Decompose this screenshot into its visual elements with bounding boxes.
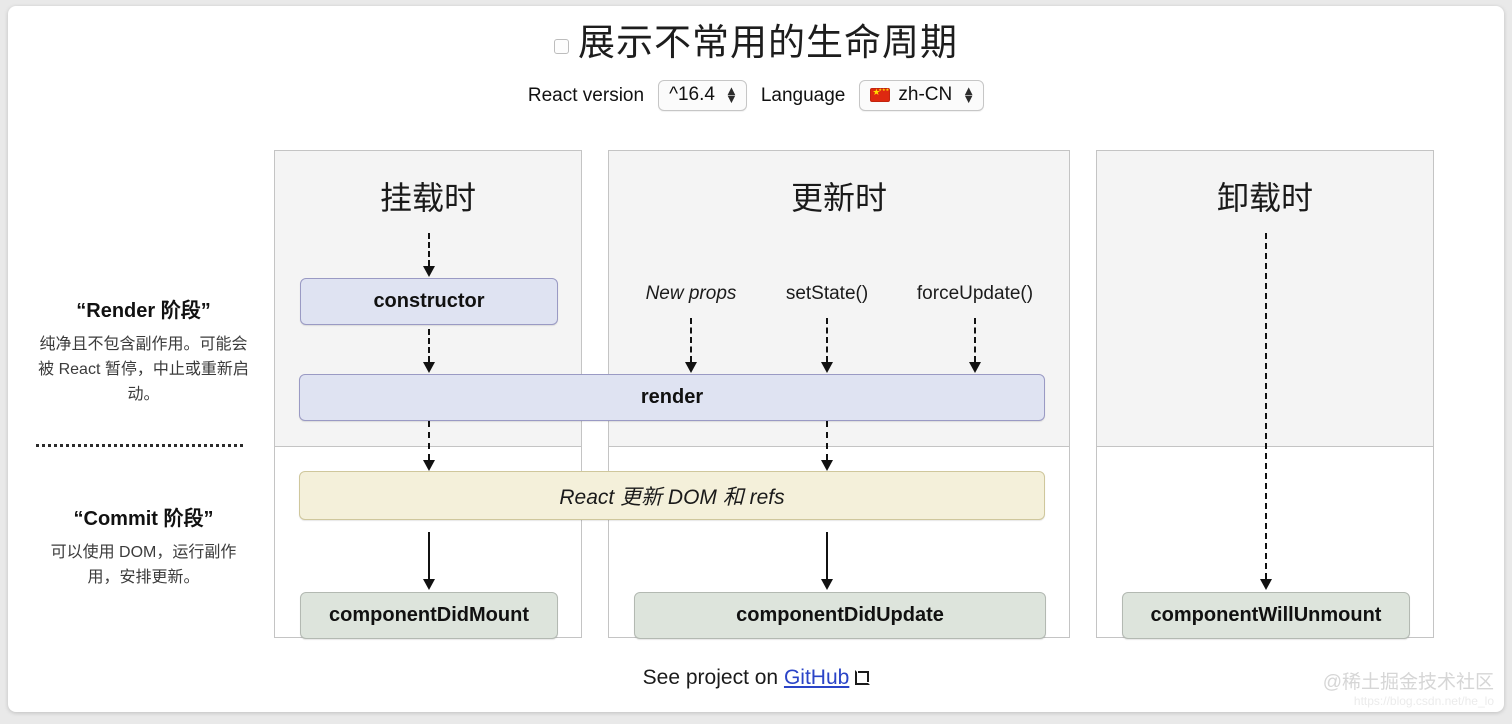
node-react-updates-dom-label: React 更新 DOM 和 refs xyxy=(559,485,785,509)
footer-text: See project on xyxy=(642,666,779,689)
title-row: 展示不常用的生命周期 xyxy=(8,20,1504,66)
arrow-constructor-to-render xyxy=(422,329,436,373)
column-mounting-title: 挂载时 xyxy=(379,180,476,216)
stepper-icon: ▲▼ xyxy=(724,83,738,107)
header: 展示不常用的生命周期 React version ^16.4 ▲▼ Langua… xyxy=(8,6,1504,112)
column-unmounting-title: 卸载时 xyxy=(1216,180,1313,216)
react-version-select[interactable]: ^16.4 ▲▼ xyxy=(658,80,747,112)
arrow-to-will-unmount xyxy=(1259,233,1273,590)
footer: See project on GitHub xyxy=(8,666,1504,690)
node-component-did-update-label: componentDidUpdate xyxy=(736,604,944,626)
react-version-label: React version xyxy=(527,84,645,106)
render-phase-label: “Render 阶段” 纯净且不包含副作用。可能会被 React 暂停，中止或重… xyxy=(36,294,251,407)
page-title: 展示不常用的生命周期 xyxy=(578,22,958,63)
node-component-did-mount: componentDidMount xyxy=(300,592,558,639)
column-updating-title: 更新时 xyxy=(790,180,887,216)
node-constructor-label: constructor xyxy=(373,290,485,312)
cn-flag-icon xyxy=(870,83,891,103)
watermark-sub: https://blog.csdn.net/he_lo xyxy=(1353,693,1494,708)
node-constructor: constructor xyxy=(300,278,558,325)
node-component-did-mount-label: componentDidMount xyxy=(329,604,529,626)
render-phase-title: “Render 阶段” xyxy=(76,300,211,322)
stepper-icon: ▲▼ xyxy=(962,83,976,107)
arrow-render-to-commit-update xyxy=(820,421,834,471)
arrow-commit-to-did-update xyxy=(820,532,834,590)
arrow-new-props-to-render xyxy=(684,318,698,373)
github-link[interactable]: GitHub xyxy=(783,666,850,689)
page-card: 展示不常用的生命周期 React version ^16.4 ▲▼ Langua… xyxy=(8,6,1504,712)
commit-phase-label: “Commit 阶段” 可以使用 DOM，运行副作用，安排更新。 xyxy=(36,502,251,591)
node-render-label: render xyxy=(640,386,704,408)
node-render: render xyxy=(299,374,1045,421)
node-component-will-unmount-label: componentWillUnmount xyxy=(1150,604,1382,626)
trigger-set-state: setState() xyxy=(785,283,869,304)
react-version-value: ^16.4 xyxy=(669,84,715,106)
commit-phase-title: “Commit 阶段” xyxy=(73,508,214,530)
commit-phase-desc: 可以使用 DOM，运行副作用，安排更新。 xyxy=(50,544,237,586)
arrow-commit-to-did-mount xyxy=(422,532,436,590)
node-component-will-unmount: componentWillUnmount xyxy=(1122,592,1410,639)
trigger-new-props: New props xyxy=(645,283,737,304)
external-link-icon xyxy=(855,670,871,685)
show-uncommon-lifecycle-checkbox[interactable] xyxy=(554,38,569,54)
language-value: zh-CN xyxy=(898,84,953,106)
arrow-to-constructor xyxy=(422,233,436,277)
controls-row: React version ^16.4 ▲▼ Language zh-CN ▲▼ xyxy=(8,80,1504,112)
lifecycle-diagram: “Render 阶段” 纯净且不包含副作用。可能会被 React 暂停，中止或重… xyxy=(8,134,1504,654)
node-react-updates-dom: React 更新 DOM 和 refs xyxy=(299,471,1045,520)
language-label: Language xyxy=(760,84,846,106)
phase-divider xyxy=(36,444,243,447)
column-unmounting: 卸载时 componentWillUnmount xyxy=(1096,150,1434,639)
language-select[interactable]: zh-CN ▲▼ xyxy=(859,80,985,112)
arrow-set-state-to-render xyxy=(820,318,834,373)
arrow-force-update-to-render xyxy=(968,318,982,373)
arrow-render-to-commit-mount xyxy=(422,421,436,471)
node-component-did-update: componentDidUpdate xyxy=(634,592,1046,639)
trigger-force-update: forceUpdate() xyxy=(916,283,1034,304)
render-phase-desc: 纯净且不包含副作用。可能会被 React 暂停，中止或重新启动。 xyxy=(38,336,249,403)
